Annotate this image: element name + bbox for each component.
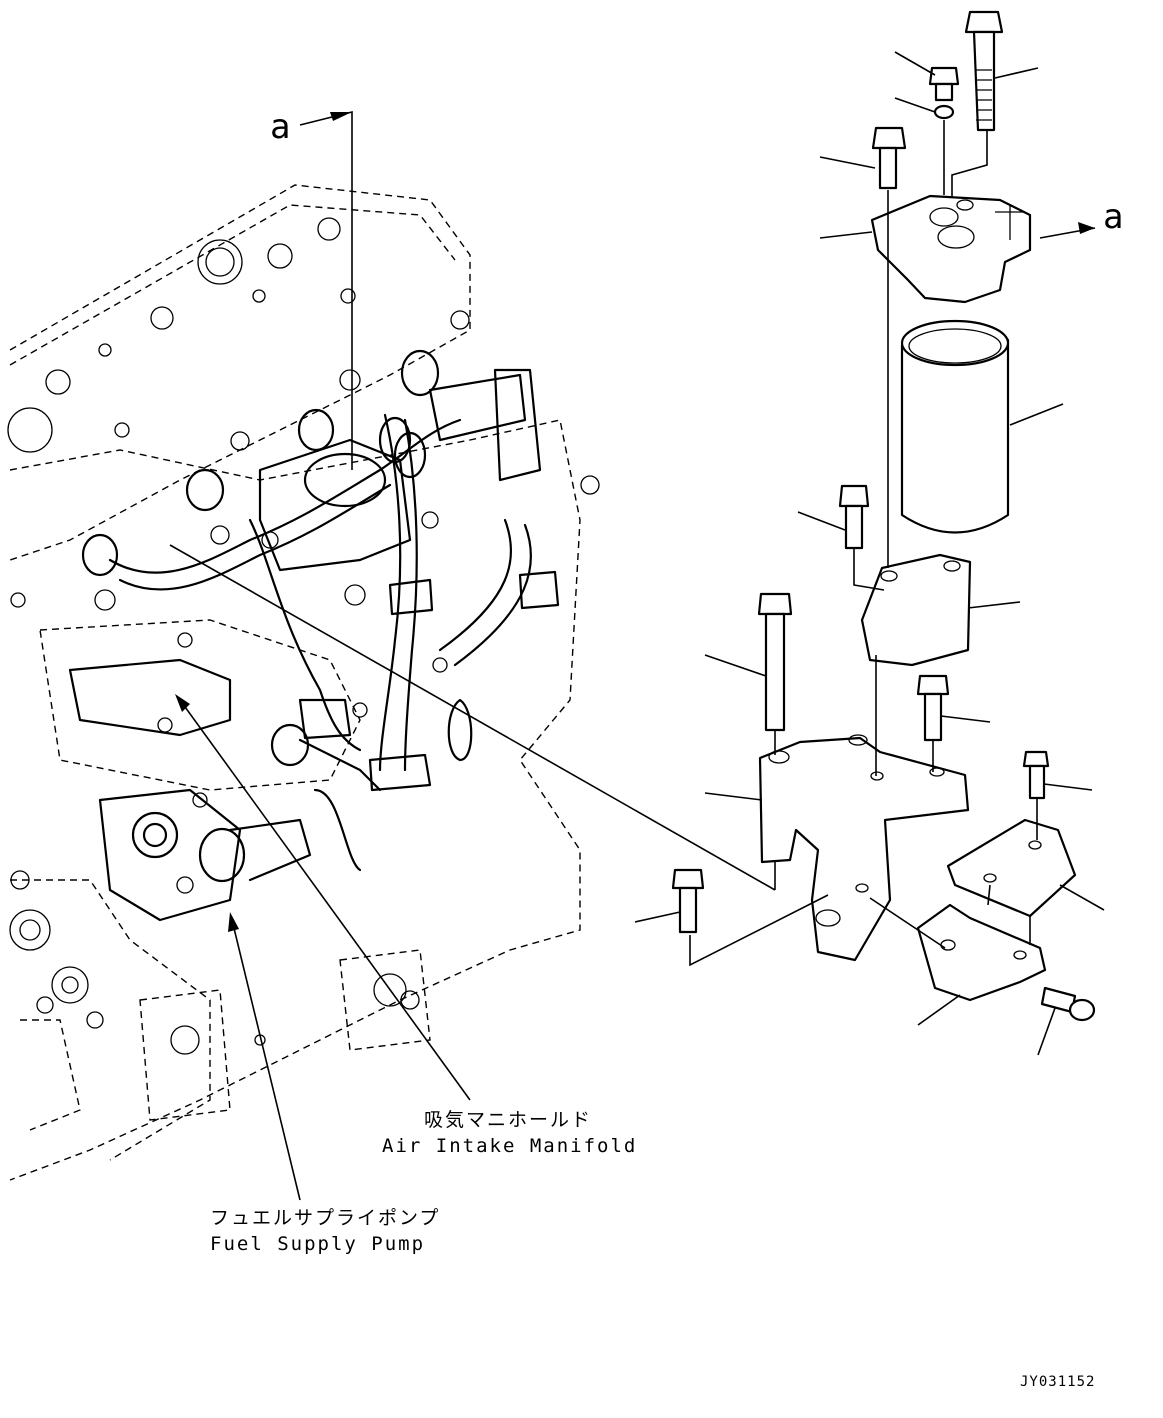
air-intake-manifold-label-en: Air Intake Manifold — [382, 1135, 638, 1157]
reference-label-a-left: a — [270, 107, 291, 147]
fuel-filter-assembly — [671, 10, 1096, 1022]
air-intake-manifold-label-jp: 吸気マニホールド — [424, 1109, 593, 1131]
fuel-supply-pump-label-en: Fuel Supply Pump — [210, 1233, 426, 1255]
leader-lines — [169, 51, 1105, 1201]
fuel-supply-pump-label-jp: フュエルサプライポンプ — [210, 1207, 441, 1229]
figure-id-code: JY031152 — [1020, 1374, 1096, 1390]
reference-label-a-right: a — [1103, 197, 1124, 237]
engine-assembly — [7, 184, 600, 1181]
